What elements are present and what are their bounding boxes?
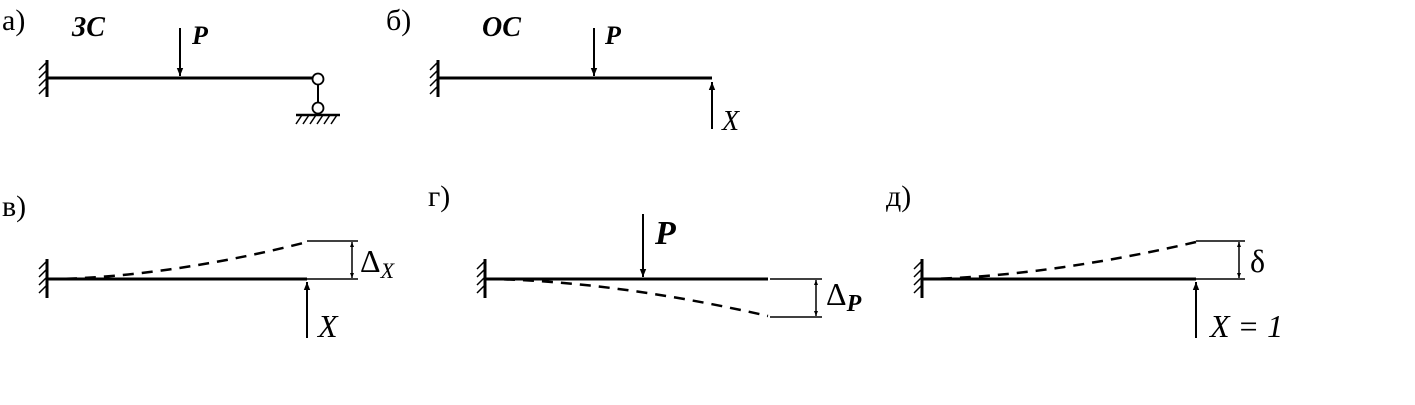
panel-a-label: а)	[2, 4, 25, 37]
panel-v: в) ΔX X	[2, 190, 396, 344]
load-label-p: P	[191, 21, 209, 50]
deflected-shape	[484, 277, 769, 318]
load-label-p: P	[654, 215, 676, 252]
scheme-label-zs: ЗС	[71, 12, 105, 43]
roller-support	[295, 72, 340, 125]
panel-b-label: б)	[386, 4, 411, 37]
panel-d: д) δ X = 1	[886, 180, 1283, 344]
fixed-support-left	[913, 259, 924, 298]
displacement-label-delta-x: ΔX	[360, 243, 396, 283]
fixed-support-left	[429, 60, 440, 97]
displacement-label-delta-p: ΔP	[826, 276, 862, 317]
force-label-x: X	[316, 308, 339, 344]
fixed-support-left	[476, 259, 487, 298]
panel-d-label: д)	[886, 180, 911, 213]
force-label-x-equals-1: X = 1	[1208, 308, 1283, 344]
scheme-label-os: ОС	[482, 12, 521, 43]
unknown-force-label-x: X	[721, 106, 740, 137]
fixed-support-left	[38, 259, 49, 298]
panel-v-label: в)	[2, 190, 26, 223]
panel-g-label: г)	[428, 180, 450, 213]
panel-a: а) ЗС P	[2, 4, 340, 125]
displacement-label-delta-unit: δ	[1250, 243, 1265, 279]
panel-g: г) P ΔP	[428, 180, 862, 318]
deflected-shape	[46, 240, 308, 281]
deflected-shape	[921, 240, 1197, 281]
fixed-support-left	[38, 60, 49, 97]
load-label-p: P	[604, 21, 622, 50]
panel-b: б) ОС P X	[386, 4, 740, 137]
